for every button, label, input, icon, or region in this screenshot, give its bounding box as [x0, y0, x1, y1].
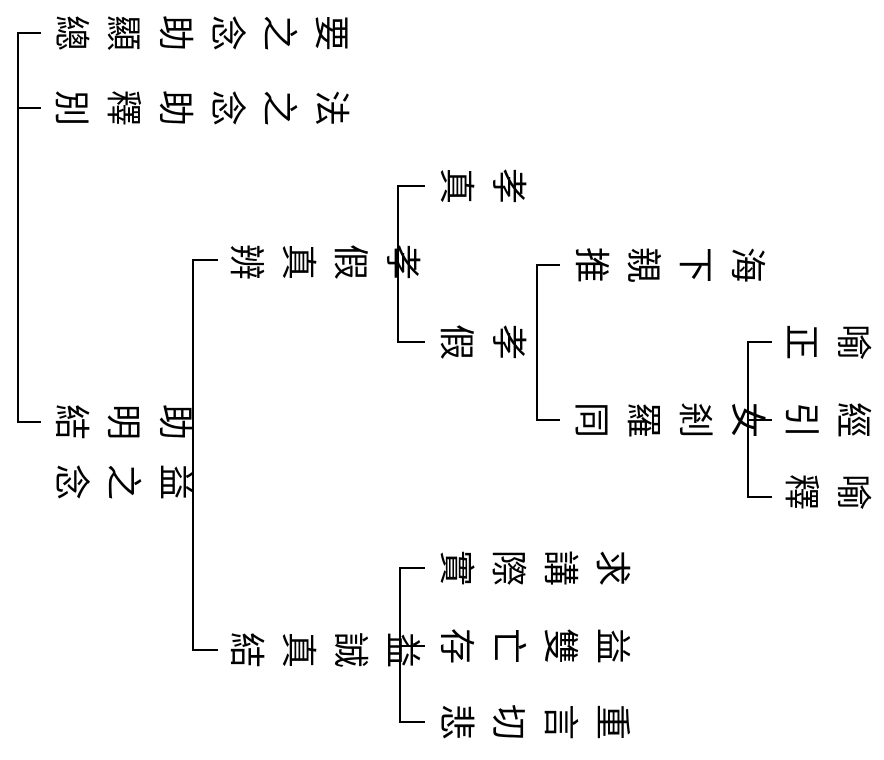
label-char: 講: [539, 549, 580, 586]
node-zong-xian: 總顯助念之要: [44, 7, 356, 59]
node-shi-ji: 實際講求: [429, 542, 637, 594]
node-shi-yu: 釋喻: [774, 466, 878, 518]
node-bian-zhen-jia-xiao: 辨真假孝: [219, 236, 427, 288]
benefit-tick: [192, 259, 218, 261]
jia-tick: [536, 264, 560, 266]
label-char: 顯: [102, 14, 143, 51]
label-char: 喻: [832, 323, 873, 360]
label-char: 實: [435, 549, 476, 586]
label-char: 念: [206, 14, 247, 51]
label-char: 釋: [780, 473, 821, 510]
node-tong-luo-cha: 同羅剎女: [564, 394, 772, 446]
label-char: 明: [102, 403, 143, 440]
jie-tick: [399, 567, 425, 569]
tong-tick: [747, 419, 772, 421]
label-char: 益: [381, 631, 422, 668]
label-char: 經: [832, 401, 873, 438]
label-char: 剎: [674, 401, 715, 438]
root-tick: [17, 107, 41, 109]
benefit-tick: [192, 649, 218, 651]
label-char: 親: [622, 246, 663, 283]
label-char: 益: [591, 627, 632, 664]
jie-tick: [399, 721, 425, 723]
label-char: 雙: [539, 627, 580, 664]
label-char: 際: [487, 549, 528, 586]
label-char: 法: [310, 89, 351, 126]
label-char: 悲: [435, 703, 476, 740]
root-tick: [17, 421, 41, 423]
label-char: 亡: [487, 627, 528, 664]
label-char: 存: [435, 627, 476, 664]
label-char: 真: [277, 243, 318, 280]
label-char: 假: [329, 243, 370, 280]
node-zheng-yu: 正喻: [774, 316, 878, 368]
label-char: 要: [310, 14, 351, 51]
label-char: 釋: [102, 89, 143, 126]
label-char: 真: [277, 631, 318, 668]
label-char: 助: [154, 89, 195, 126]
jia-tick: [536, 419, 560, 421]
label-char: 孝: [487, 167, 528, 204]
bian-tick: [397, 341, 425, 343]
label-char: 言: [539, 703, 580, 740]
tong-tick: [747, 341, 772, 343]
label-char: 總: [50, 14, 91, 51]
jia-bracket: [536, 265, 538, 421]
label-char: 推: [570, 246, 611, 283]
node-jie-ming-line2: 念之益: [44, 456, 200, 508]
tong-tick: [747, 496, 772, 498]
node-jie-ming-line1: 結明助: [44, 396, 200, 448]
label-char: 重: [591, 703, 632, 740]
label-char: 假: [435, 323, 476, 360]
label-char: 之: [258, 14, 299, 51]
label-char: 助: [154, 14, 195, 51]
node-yin-jing: 引經: [774, 394, 878, 446]
label-char: 女: [726, 401, 767, 438]
label-char: 益: [154, 463, 195, 500]
label-char: 正: [780, 323, 821, 360]
label-char: 同: [570, 401, 611, 438]
node-bie-shi: 別釋助念之法: [44, 82, 356, 134]
benefit-bracket: [192, 260, 194, 651]
label-char: 念: [50, 463, 91, 500]
jie-tick: [399, 645, 425, 647]
label-char: 真: [435, 167, 476, 204]
node-bei-qie: 悲切言重: [429, 696, 637, 748]
label-char: 海: [726, 246, 767, 283]
root-bracket: [17, 33, 19, 423]
label-char: 下: [674, 246, 715, 283]
label-char: 喻: [832, 473, 873, 510]
bian-bracket: [397, 186, 399, 343]
node-jia-xiao: 假孝: [429, 316, 533, 368]
label-char: 結: [50, 403, 91, 440]
label-char: 求: [591, 549, 632, 586]
label-char: 助: [154, 403, 195, 440]
bian-tick: [397, 185, 425, 187]
label-char: 孝: [487, 323, 528, 360]
label-char: 別: [50, 89, 91, 126]
node-jie-zhen-cheng-yi: 結真誠益: [219, 624, 427, 676]
label-char: 之: [258, 89, 299, 126]
label-char: 誠: [329, 631, 370, 668]
node-zhen-xiao: 真孝: [429, 160, 533, 212]
label-char: 羅: [622, 401, 663, 438]
label-char: 引: [780, 401, 821, 438]
label-char: 辨: [225, 243, 266, 280]
label-char: 念: [206, 89, 247, 126]
label-char: 切: [487, 703, 528, 740]
label-char: 孝: [381, 243, 422, 280]
root-tick: [17, 32, 41, 34]
node-tui-qin: 推親下海: [564, 239, 772, 291]
node-cun-wang: 存亡雙益: [429, 620, 637, 672]
label-char: 結: [225, 631, 266, 668]
label-char: 之: [102, 463, 143, 500]
